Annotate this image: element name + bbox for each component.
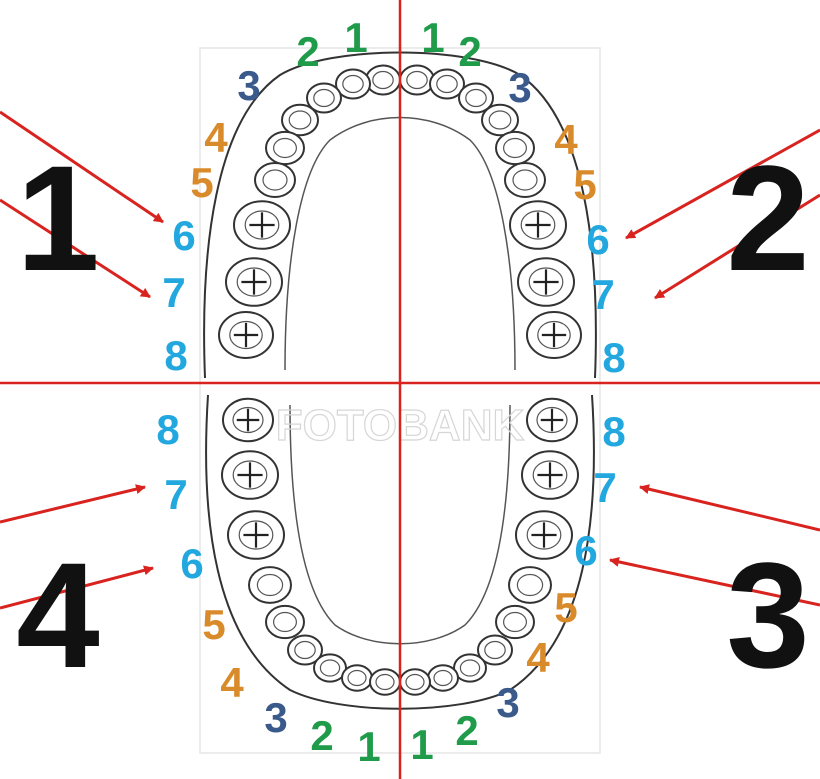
quadrant-2-label: 2 <box>726 143 809 293</box>
tooth-number-q1-3: 3 <box>237 65 260 107</box>
tooth-outline <box>342 665 372 691</box>
tooth-number-q3-8: 8 <box>602 411 625 453</box>
tooth-number-q4-8: 8 <box>156 409 179 451</box>
tooth-number-q4-7: 7 <box>164 474 187 516</box>
tooth-number-q3-4: 4 <box>526 637 549 679</box>
tooth-number-q4-3: 3 <box>264 697 287 739</box>
tooth-outline <box>496 132 534 164</box>
arrow-q4-tooth-7 <box>0 487 145 522</box>
tooth-outline <box>249 567 291 603</box>
arrow-q3-tooth-7 <box>640 487 820 530</box>
tooth-outline <box>400 669 430 695</box>
tooth-outline <box>400 66 434 95</box>
tooth-outline <box>255 163 295 197</box>
tooth-number-q1-4: 4 <box>204 117 227 159</box>
tooth-outline <box>428 665 458 691</box>
tooth-outline <box>366 66 400 95</box>
tooth-outline <box>505 163 545 197</box>
quadrant-3-label: 3 <box>726 540 809 690</box>
tooth-number-q2-2: 2 <box>458 31 481 73</box>
tooth-number-q4-1: 1 <box>357 726 380 768</box>
tooth-number-q3-6: 6 <box>574 530 597 572</box>
tooth-number-q1-2: 2 <box>296 31 319 73</box>
tooth-number-q3-3: 3 <box>496 682 519 724</box>
tooth-number-q1-1: 1 <box>344 17 367 59</box>
tooth-outline <box>266 132 304 164</box>
tooth-number-q3-5: 5 <box>554 587 577 629</box>
tooth-number-q3-2: 2 <box>455 710 478 752</box>
tooth-number-q4-2: 2 <box>310 715 333 757</box>
tooth-outline <box>509 567 551 603</box>
tooth-number-q4-4: 4 <box>220 662 243 704</box>
tooth-number-q2-6: 6 <box>586 219 609 261</box>
tooth-number-q2-1: 1 <box>421 17 444 59</box>
tooth-outline <box>266 606 304 638</box>
tooth-number-q2-4: 4 <box>554 119 577 161</box>
tooth-number-q3-7: 7 <box>593 467 616 509</box>
quadrant-1-label: 1 <box>16 143 99 293</box>
tooth-number-q1-7: 7 <box>162 272 185 314</box>
tooth-number-q2-3: 3 <box>508 67 531 109</box>
tooth-number-q4-5: 5 <box>202 604 225 646</box>
tooth-number-q2-7: 7 <box>591 274 614 316</box>
tooth-outline <box>282 105 318 136</box>
tooth-number-q4-6: 6 <box>180 543 203 585</box>
quadrant-4-label: 4 <box>16 540 99 690</box>
tooth-outline <box>370 669 400 695</box>
tooth-number-q1-5: 5 <box>190 162 213 204</box>
tooth-number-q1-8: 8 <box>164 335 187 377</box>
tooth-number-q2-8: 8 <box>602 337 625 379</box>
tooth-number-q2-5: 5 <box>573 164 596 206</box>
tooth-number-q3-1: 1 <box>410 724 433 766</box>
tooth-number-q1-6: 6 <box>172 215 195 257</box>
